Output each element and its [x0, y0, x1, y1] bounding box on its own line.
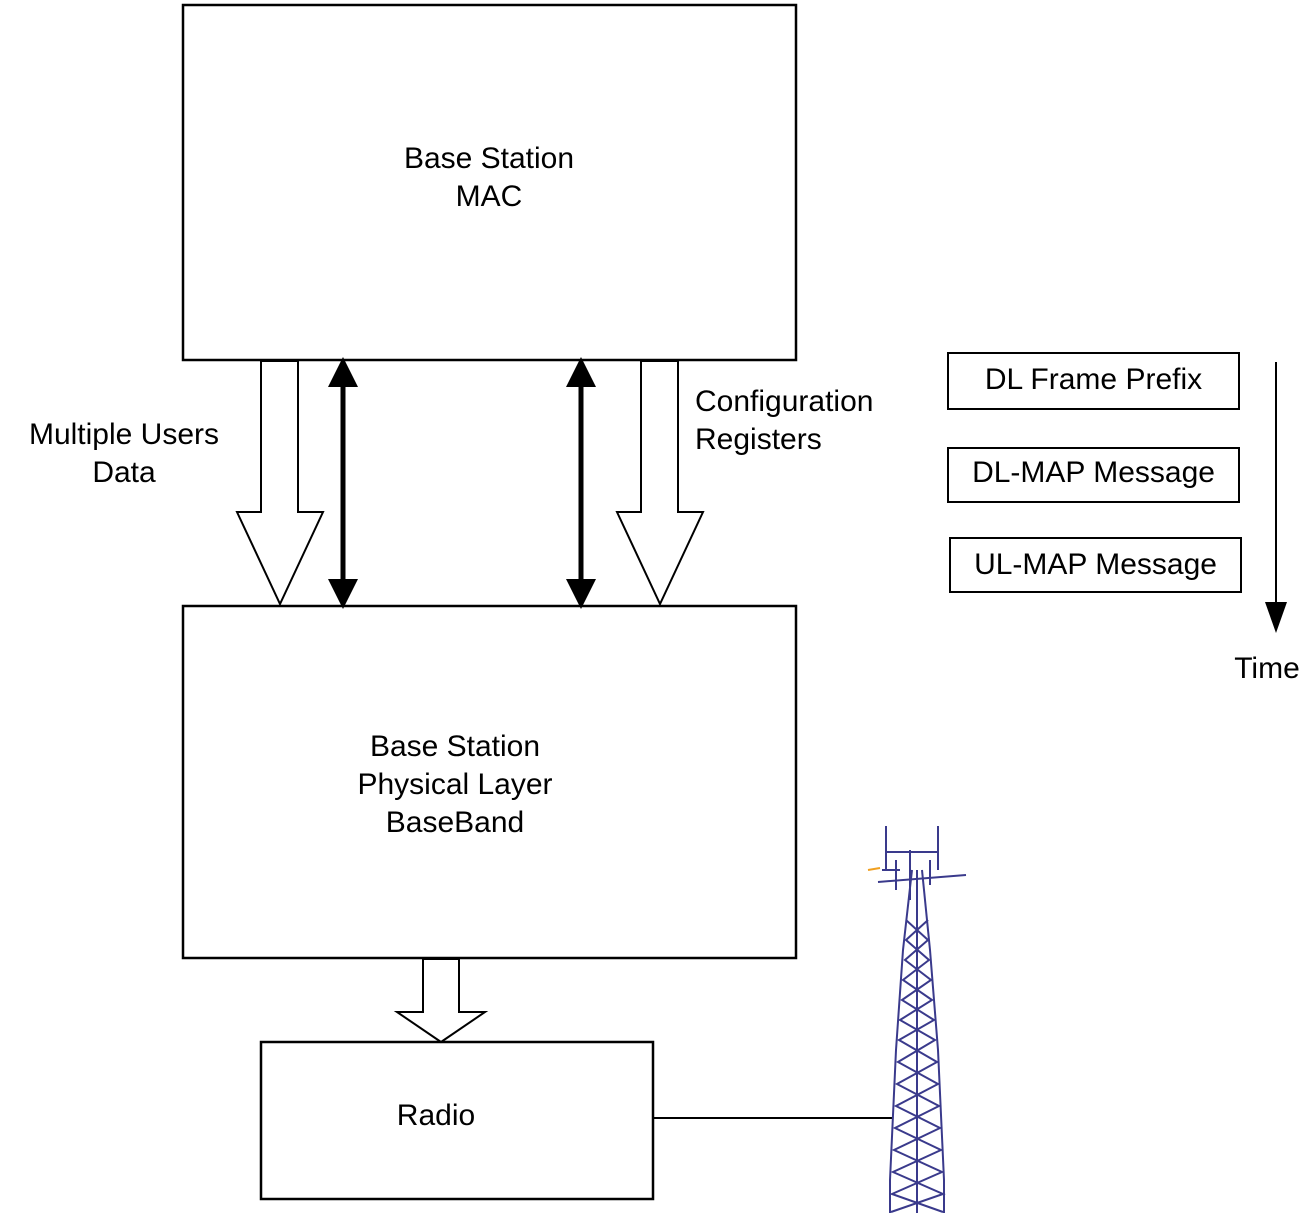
- radio-block-label: Radio: [336, 1097, 536, 1135]
- mac-block: [181, 3, 798, 362]
- tower-accent-mark: [867, 867, 881, 871]
- radio-title: Radio: [396, 1099, 476, 1132]
- mac-title-line2: MAC: [455, 180, 523, 213]
- message-box-dl-map: [947, 447, 1240, 503]
- phy-block-label: Base Station Physical Layer BaseBand: [305, 728, 605, 842]
- time-axis-label: Time: [1234, 652, 1300, 685]
- mac-title-line1: Base Station: [403, 142, 575, 175]
- message-box-dl-frame-prefix: [947, 352, 1240, 410]
- message-dl-frame-prefix: DL Frame Prefix: [984, 363, 1203, 396]
- data-flow-arrow: [235, 360, 325, 607]
- data-arrow-label: Multiple Users Data: [4, 416, 244, 492]
- config-label-line2: Registers: [695, 423, 822, 456]
- config-arrow-label: Configuration Registers: [695, 383, 915, 459]
- phy-to-radio-arrow: [393, 958, 489, 1044]
- time-axis-arrowhead: [1265, 602, 1287, 633]
- radio-tower-icon: [877, 826, 967, 1213]
- message-ul-map: UL-MAP Message: [974, 548, 1217, 581]
- data-label-line1: Multiple Users: [28, 418, 220, 451]
- config-flow-arrow: [615, 360, 705, 607]
- data-label-line2: Data: [92, 456, 156, 489]
- phy-title-line3: BaseBand: [385, 806, 525, 839]
- radio-block: [259, 1040, 655, 1201]
- message-dl-map: DL-MAP Message: [972, 456, 1215, 489]
- config-label-line1: Configuration: [695, 385, 874, 418]
- mac-block-label: Base Station MAC: [339, 140, 639, 216]
- phy-title-line1: Base Station: [369, 730, 541, 763]
- phy-title-line2: Physical Layer: [357, 768, 553, 801]
- phy-block: [181, 604, 798, 960]
- message-box-ul-map: [949, 537, 1242, 593]
